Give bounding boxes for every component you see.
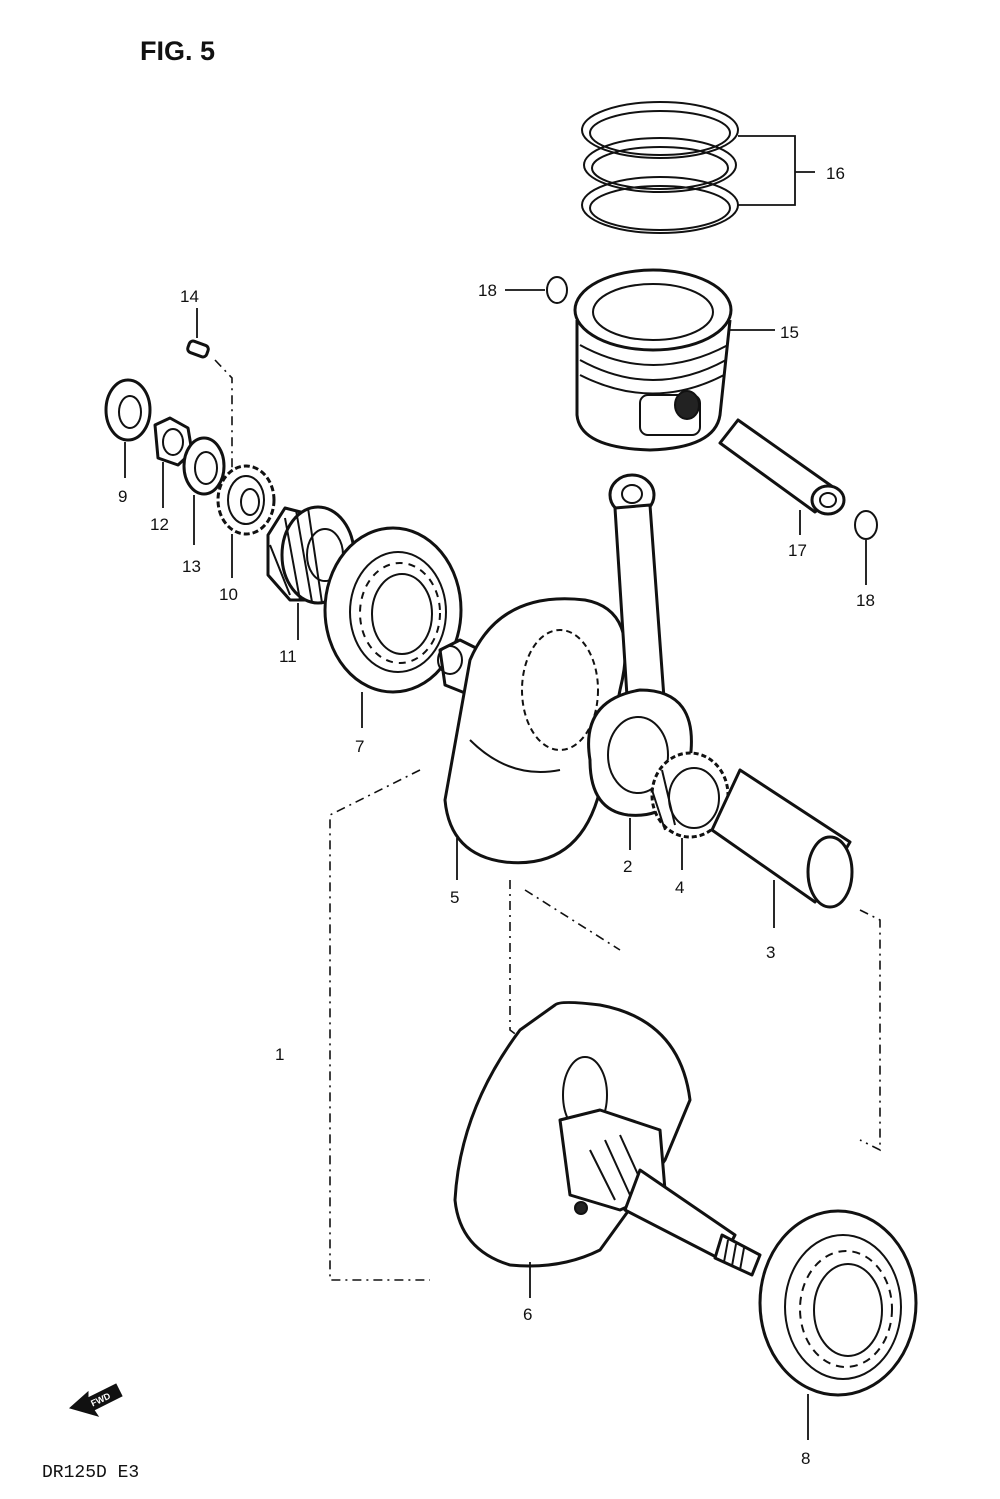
crank-pin: [710, 768, 854, 909]
callout-11: 11: [279, 647, 297, 666]
callout-1: 1: [275, 1045, 284, 1064]
piston-ring-set: [581, 101, 739, 234]
callout-5: 5: [450, 888, 459, 907]
bearing-right: [323, 526, 463, 694]
leader-16: [738, 135, 815, 206]
model-code: DR125D E3: [42, 1463, 139, 1483]
callout-10: 10: [219, 585, 238, 604]
key: [186, 339, 210, 359]
crank-web-left: [453, 1001, 762, 1277]
callout-18a: 18: [478, 281, 497, 300]
callout-6: 6: [523, 1305, 532, 1324]
assembly-line-web: [524, 889, 621, 951]
assembly-line-pin: [859, 909, 881, 1152]
callout-15: 15: [780, 323, 799, 342]
piston: [573, 268, 733, 452]
oil-seal: [104, 378, 152, 442]
callout-18b: 18: [856, 591, 875, 610]
bearing-left: [758, 1209, 918, 1397]
fwd-arrow-icon: FWD: [68, 1383, 123, 1417]
assembly-bracket-1: [329, 769, 430, 1281]
callout-9: 9: [118, 487, 127, 506]
callout-16: 16: [826, 164, 845, 183]
circlip-lower: [854, 510, 878, 540]
oil-pump-drive-gear: [216, 464, 276, 536]
piston-pin: [718, 418, 846, 516]
washer: [182, 436, 226, 496]
callout-7: 7: [355, 737, 364, 756]
callout-14: 14: [180, 287, 199, 306]
callout-17: 17: [788, 541, 807, 560]
callout-12: 12: [150, 515, 169, 534]
callout-4: 4: [675, 878, 684, 897]
callout-2: 2: [623, 857, 632, 876]
circlip-upper: [546, 276, 568, 304]
callout-13: 13: [182, 557, 201, 576]
figure-title: FIG. 5: [140, 36, 215, 66]
callout-3: 3: [766, 943, 775, 962]
key-path-line: [214, 359, 233, 470]
callout-8: 8: [801, 1449, 810, 1468]
